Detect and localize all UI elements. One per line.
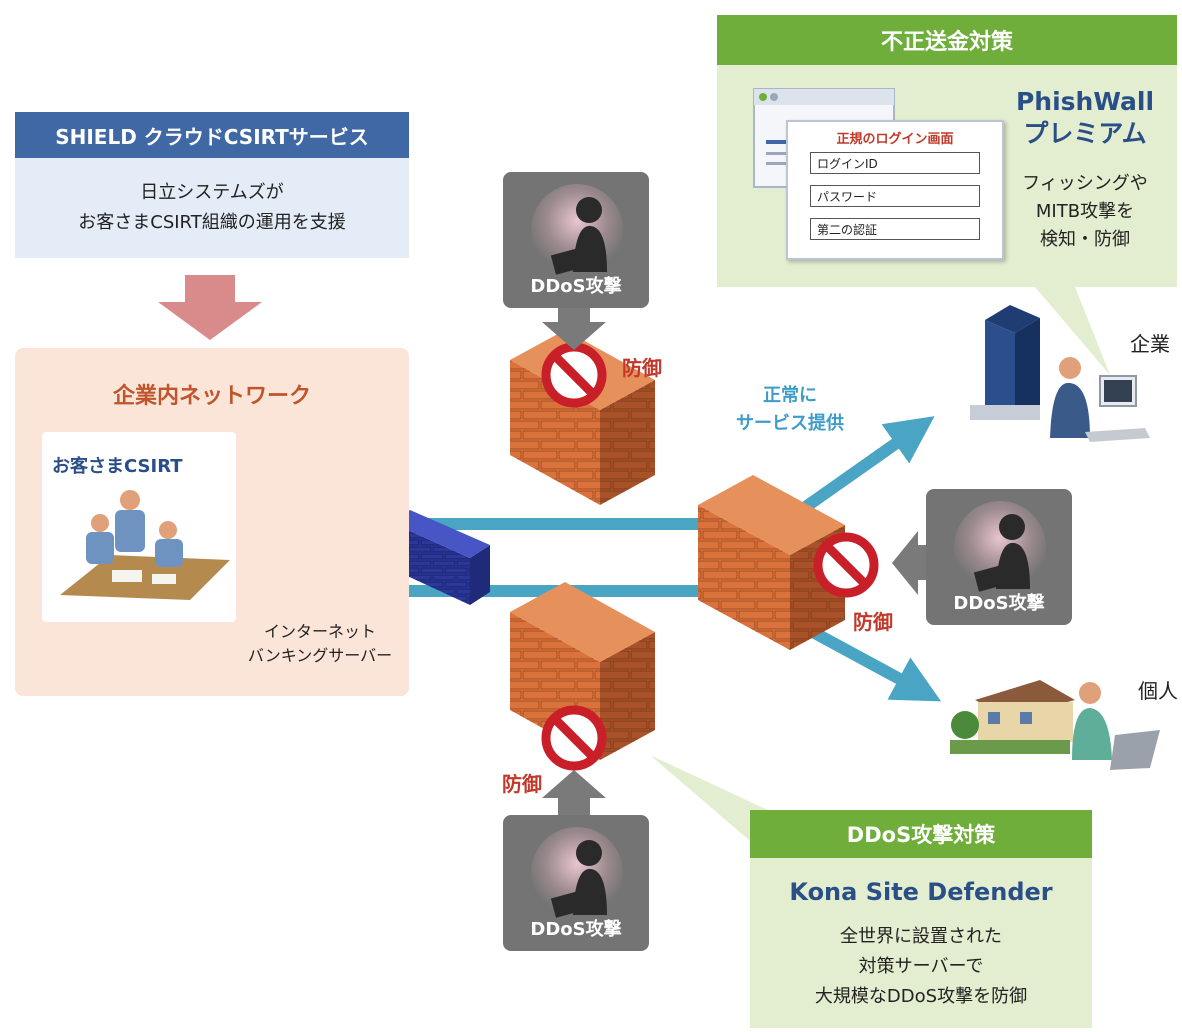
shield-desc-line2: お客さまCSIRT組織の運用を支援 <box>78 212 346 233</box>
phishwall-product-name: PhishWall プレミアム <box>990 86 1180 150</box>
attacker-panel-bottom <box>503 815 649 951</box>
down-arrow <box>158 275 262 340</box>
prohibition-icon-right <box>813 532 879 598</box>
phishwall-desc-line3: 検知・防御 <box>1040 229 1130 250</box>
phishwall-desc-line1: フィッシングや <box>1022 173 1148 194</box>
individual-illustration <box>950 680 1160 770</box>
attacker-panel-top <box>503 172 649 308</box>
arrow-to-enterprise <box>786 416 935 523</box>
enterprise-label: 企業 <box>1130 332 1170 356</box>
arrow-to-individual <box>797 619 942 702</box>
enterprise-network-title: 企業内ネットワーク <box>112 384 311 409</box>
enterprise-illustration <box>970 305 1150 442</box>
customer-csirt-label: お客さまCSIRT <box>52 456 183 477</box>
ddos-attack-label-right: DDoS攻撃 <box>953 593 1045 614</box>
shield-desc-line1: 日立システムズが <box>140 182 284 203</box>
ddos-countermeasure-panel <box>750 858 1092 1028</box>
normal-service-label: 正常に サービス提供 <box>700 382 880 438</box>
phishwall-name-line1: PhishWall <box>1015 87 1155 116</box>
pipe-top <box>370 518 710 530</box>
csirt-team-icon <box>60 490 230 600</box>
attack-arrow-bottom <box>542 770 606 815</box>
defense-label-right: 防御 <box>853 610 893 634</box>
phishwall-description: フィッシングや MITB攻撃を 検知・防御 <box>990 170 1180 254</box>
attacker-panel-right <box>926 489 1072 625</box>
attack-arrow-top <box>542 305 606 350</box>
pipe-bottom <box>370 585 710 597</box>
password-field: パスワード <box>810 185 980 207</box>
attack-arrow-right <box>892 531 935 595</box>
firewall-blue <box>390 510 490 605</box>
shield-service-title: SHIELD クラウドCSIRTサービス <box>55 124 369 149</box>
shield-service-body: 日立システムズが お客さまCSIRT組織の運用を支援 <box>15 158 409 258</box>
ddos-attacker-bottom: DDoS攻撃 <box>503 815 649 951</box>
banking-server-label: インターネット バンキングサーバー <box>200 620 440 668</box>
shield-service-header: SHIELD クラウドCSIRTサービス <box>15 112 409 158</box>
phishwall-name-line2: プレミアム <box>1023 119 1147 148</box>
kona-desc-line1: 全世界に設置された <box>840 926 1002 947</box>
normal-service-line1: 正常に <box>763 385 817 406</box>
server-label-line2: バンキングサーバー <box>247 646 393 665</box>
phishwall-desc-line2: MITB攻撃を <box>1035 201 1135 222</box>
phishwall-callout-tail <box>1035 287 1110 375</box>
kona-desc-line2: 対策サーバーで <box>858 956 984 977</box>
ddos-attacker-right: DDoS攻撃 <box>926 489 1072 625</box>
kona-product-name: Kona Site Defender <box>789 878 1053 906</box>
kona-description: 全世界に設置された 対策サーバーで 大規模なDDoS攻撃を防御 <box>750 922 1092 1012</box>
fraud-header-text: 不正送金対策 <box>880 30 1013 55</box>
individual-label: 個人 <box>1138 679 1178 703</box>
defense-label-bottom: 防御 <box>502 772 542 796</box>
ddos-attack-label-top: DDoS攻撃 <box>530 276 622 297</box>
login-screen-title: 正規のログイン画面 <box>836 132 954 147</box>
ddos-attacker-top: DDoS攻撃 <box>503 172 649 308</box>
login-id-field: ログインID <box>810 152 980 174</box>
server-label-line1: インターネット <box>263 622 376 641</box>
second-auth-field: 第二の認証 <box>810 218 980 240</box>
ddos-attack-label-bottom: DDoS攻撃 <box>530 919 622 940</box>
normal-service-line2: サービス提供 <box>736 413 844 434</box>
defense-label-top: 防御 <box>622 356 662 380</box>
kona-desc-line3: 大規模なDDoS攻撃を防御 <box>814 986 1028 1007</box>
prohibition-icon-bottom <box>541 705 607 771</box>
fraud-countermeasure-header: 不正送金対策 <box>717 15 1177 65</box>
prohibition-icon-top <box>541 342 607 408</box>
ddos-header-text: DDoS攻撃対策 <box>846 823 996 847</box>
ddos-countermeasure-header: DDoS攻撃対策 <box>750 810 1092 858</box>
